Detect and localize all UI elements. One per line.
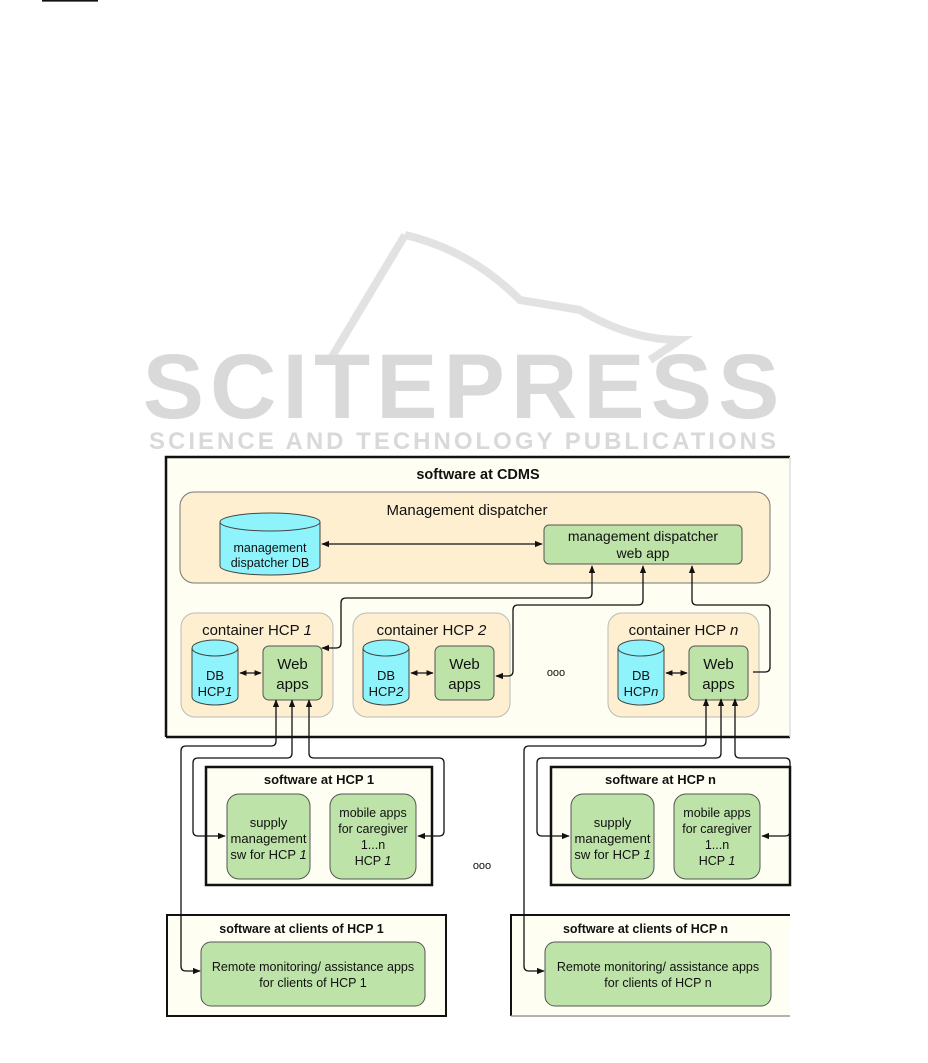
label-part: sw for HCP [230, 847, 299, 862]
container-webapps: Web apps [434, 645, 495, 701]
label-index: 2 [395, 684, 404, 699]
lower-connectors [180, 698, 791, 975]
label-part: sw for HCP [574, 847, 643, 862]
clients-box-title: software at clients of HCP n [563, 922, 728, 936]
supply-label: sw for HCP 1 [574, 847, 650, 862]
db-label: DB [206, 668, 224, 683]
label-part: container HCP [202, 622, 303, 639]
clients-box-title: software at clients of HCP 1 [219, 922, 383, 936]
watermark: SCITEPRESS SCIENCE AND TECHNOLOGY PUBLIC… [143, 231, 786, 455]
remote-app-label: for clients of HCP n [604, 976, 712, 990]
database-icon [219, 512, 321, 532]
supply-label: management [231, 831, 307, 846]
label-part: container HCP [377, 622, 478, 639]
label-index: 1 [299, 847, 306, 862]
mobile-label: mobile apps [683, 806, 750, 820]
label-index: 1 [384, 854, 391, 868]
container-title: container HCP n [629, 622, 739, 639]
supply-label: supply [250, 815, 288, 830]
webapp-label: web app [616, 545, 670, 561]
db-label: HCPn [624, 684, 659, 699]
hcp-box-title: software at HCP 1 [264, 772, 374, 787]
label-part: HCP [369, 684, 396, 699]
watermark-tagline: SCIENCE AND TECHNOLOGY PUBLICATIONS [149, 428, 779, 455]
label-index: 1 [728, 854, 735, 868]
db-label: HCP2 [369, 684, 404, 699]
container-title: container HCP 1 [202, 622, 312, 639]
remote-monitoring-app: Remote monitoring/ assistance apps for cl… [200, 941, 426, 1007]
remote-app-label: for clients of HCP 1 [259, 976, 367, 990]
watermark-brand: SCITEPRESS [143, 336, 786, 438]
webapps-label: Web [277, 656, 308, 673]
containers-ellipsis: ooo [547, 667, 565, 679]
webapps-label: apps [276, 676, 309, 693]
label-index: 1 [304, 622, 312, 639]
dispatcher-connectors [321, 565, 771, 680]
webapps-label: Web [703, 656, 734, 673]
clients-software-box: software at clients of HCP n Remote monit… [510, 914, 790, 1017]
database-icon [617, 639, 665, 657]
label-part: HCP [355, 854, 385, 868]
watermark-book-left-icon [326, 232, 409, 363]
remote-app-label: Remote monitoring/ assistance apps [212, 960, 414, 974]
db-label: HCP1 [198, 684, 233, 699]
remote-monitoring-app: Remote monitoring/ assistance apps for cl… [544, 941, 772, 1007]
management-dispatcher-webapp: management dispatcher web app [543, 524, 743, 565]
remote-app-label: Remote monitoring/ assistance apps [557, 960, 759, 974]
webapps-label: Web [449, 656, 480, 673]
database-icon [191, 639, 239, 657]
mobile-label: mobile apps [339, 806, 406, 820]
mobile-label: HCP 1 [699, 854, 736, 868]
database-icon [362, 639, 410, 657]
hcp-box-title: software at HCP n [605, 772, 716, 787]
label-index: 1 [225, 684, 232, 699]
db-label: DB [377, 668, 395, 683]
watermark-book-icon [404, 231, 694, 364]
label-index: n [651, 684, 658, 699]
container-webapps: Web apps [688, 645, 749, 701]
mobile-label: 1...n [705, 838, 729, 852]
label-part: container HCP [629, 622, 730, 639]
dispatcher-title: Management dispatcher [387, 502, 548, 519]
mobile-label: HCP 1 [355, 854, 392, 868]
webapps-label: apps [448, 676, 481, 693]
supply-label: management [575, 831, 651, 846]
label-index: 2 [477, 622, 487, 639]
db-label: DB [632, 668, 650, 683]
label-part: HCP [198, 684, 225, 699]
container-webapps: Web apps [262, 645, 323, 701]
db-label: management [234, 541, 307, 555]
supply-label: supply [594, 815, 632, 830]
management-dispatcher-db: management dispatcher DB [219, 512, 321, 576]
mobile-label: for caregiver [338, 822, 407, 836]
hcp-ellipsis: ooo [473, 860, 491, 872]
label-index: n [730, 622, 738, 639]
cdms-title: software at CDMS [416, 467, 540, 483]
label-part: HCP [624, 684, 651, 699]
webapps-label: apps [702, 676, 735, 693]
mobile-label: 1...n [361, 838, 385, 852]
label-index: 1 [643, 847, 650, 862]
label-part: HCP [699, 854, 729, 868]
container-title: container HCP 2 [377, 622, 487, 639]
db-label: dispatcher DB [231, 556, 310, 570]
mobile-label: for caregiver [682, 822, 751, 836]
management-dispatcher: Management dispatcher management dispatc… [179, 491, 771, 584]
supply-label: sw for HCP 1 [230, 847, 306, 862]
webapp-label: management dispatcher [568, 528, 719, 544]
clients-software-box: software at clients of HCP 1 Remote monit… [166, 914, 447, 1017]
